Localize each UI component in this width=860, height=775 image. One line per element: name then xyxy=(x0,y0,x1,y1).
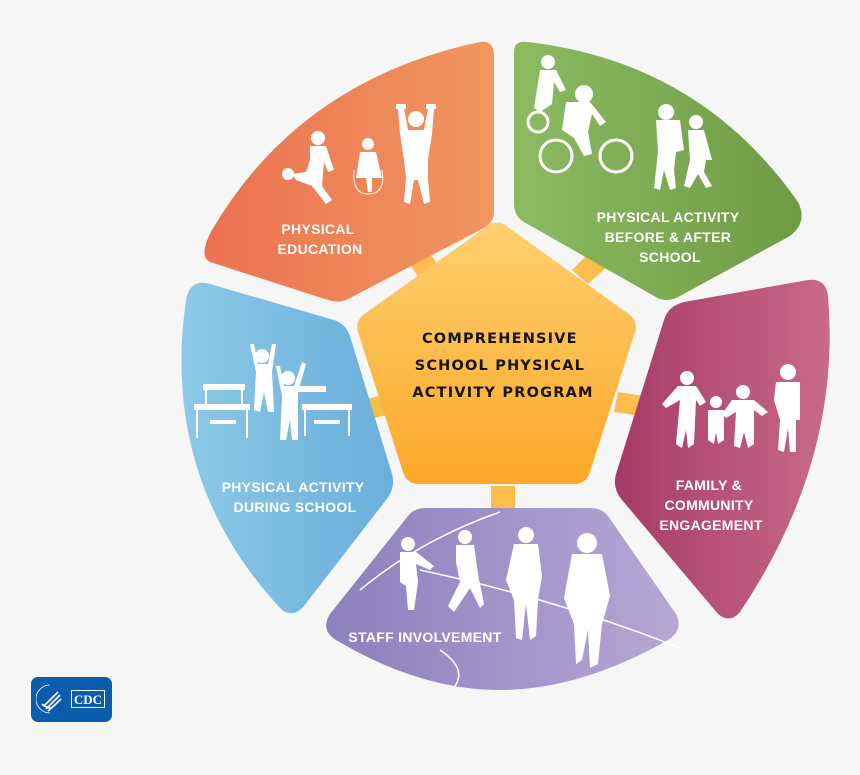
segment-during-school[interactable]: PHYSICAL ACTIVITY DURING SCHOOL xyxy=(181,282,394,614)
center-label: COMPREHENSIVE SCHOOL PHYSICAL ACTIVITY P… xyxy=(412,331,593,401)
hhs-eagle-icon xyxy=(36,684,62,714)
kids-jumping-desks-icon xyxy=(194,344,352,440)
family-holding-hands-icon xyxy=(662,364,800,452)
cdc-logo: CDC xyxy=(31,677,112,722)
segment-label: STAFF INVOLVEMENT xyxy=(348,629,501,645)
kids-soccer-jumprope-dumbbells-icon xyxy=(282,104,436,204)
segment-physical-education[interactable]: PHYSICAL EDUCATION xyxy=(204,41,494,302)
segment-label: FAMILY & COMMUNITY ENGAGEMENT xyxy=(659,477,762,533)
bikes-and-walking-kids-icon xyxy=(526,55,712,190)
center-program[interactable]: COMPREHENSIVE SCHOOL PHYSICAL ACTIVITY P… xyxy=(357,222,636,485)
segment-family-community[interactable]: FAMILY & COMMUNITY ENGAGEMENT xyxy=(614,279,830,619)
cdc-text: CDC xyxy=(71,690,105,708)
segment-label: PHYSICAL EDUCATION xyxy=(278,221,363,257)
segment-before-after-school[interactable]: PHYSICAL ACTIVITY BEFORE & AFTER SCHOOL xyxy=(514,41,802,300)
segment-staff-involvement[interactable]: STAFF INVOLVEMENT xyxy=(326,508,681,691)
people-walking-track-icon xyxy=(359,511,681,691)
segment-label: PHYSICAL ACTIVITY BEFORE & AFTER SCHOOL xyxy=(597,209,744,265)
segment-label: PHYSICAL ACTIVITY DURING SCHOOL xyxy=(222,479,369,515)
